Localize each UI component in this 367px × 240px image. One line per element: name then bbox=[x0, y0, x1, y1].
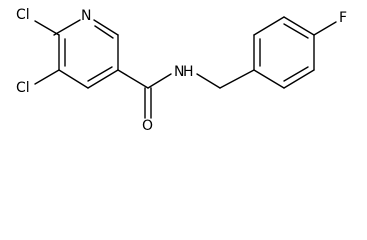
bond-c2-n1 bbox=[53, 19, 81, 36]
bond-ar-f bbox=[313, 21, 337, 36]
atom-n-pyridine: N bbox=[81, 8, 91, 24]
bond-ar-5-inner bbox=[283, 66, 309, 82]
bond-c4-c3 bbox=[58, 69, 89, 89]
bond-ar-3-inner bbox=[283, 23, 309, 39]
atom-h-amide: H bbox=[183, 64, 194, 80]
bond-c5-carbonyl bbox=[117, 69, 149, 89]
bond-c3-cl bbox=[34, 69, 60, 85]
bond-ar-5 bbox=[283, 69, 315, 89]
bond-ar-2 bbox=[253, 16, 285, 36]
atom-o-carbonyl: O bbox=[142, 118, 153, 134]
bond-ch2-ring bbox=[219, 69, 255, 89]
bond-carbonyl-n bbox=[147, 73, 172, 89]
bond-ar-3 bbox=[283, 16, 315, 36]
atom-cl-bottom: Cl bbox=[16, 80, 30, 96]
bond-c2-cl bbox=[34, 20, 60, 36]
structure-diagram: Cl Cl N N H O F bbox=[16, 7, 347, 134]
atom-cl-top: Cl bbox=[16, 7, 30, 23]
molecule-svg: Cl Cl N N H O F bbox=[16, 7, 347, 134]
bond-ar-6 bbox=[253, 69, 285, 89]
bond-c5-c4-inner bbox=[87, 66, 113, 82]
atom-n-amide: N bbox=[174, 64, 184, 80]
bond-n1-c6 bbox=[93, 19, 119, 36]
fluorophenyl-ring bbox=[253, 16, 315, 89]
pyridine-ring bbox=[53, 19, 119, 89]
bond-n-ch2 bbox=[196, 73, 221, 89]
bond-c5-c4 bbox=[87, 69, 119, 89]
bond-n1-c6-inner bbox=[94, 25, 114, 39]
atom-f: F bbox=[339, 10, 347, 26]
